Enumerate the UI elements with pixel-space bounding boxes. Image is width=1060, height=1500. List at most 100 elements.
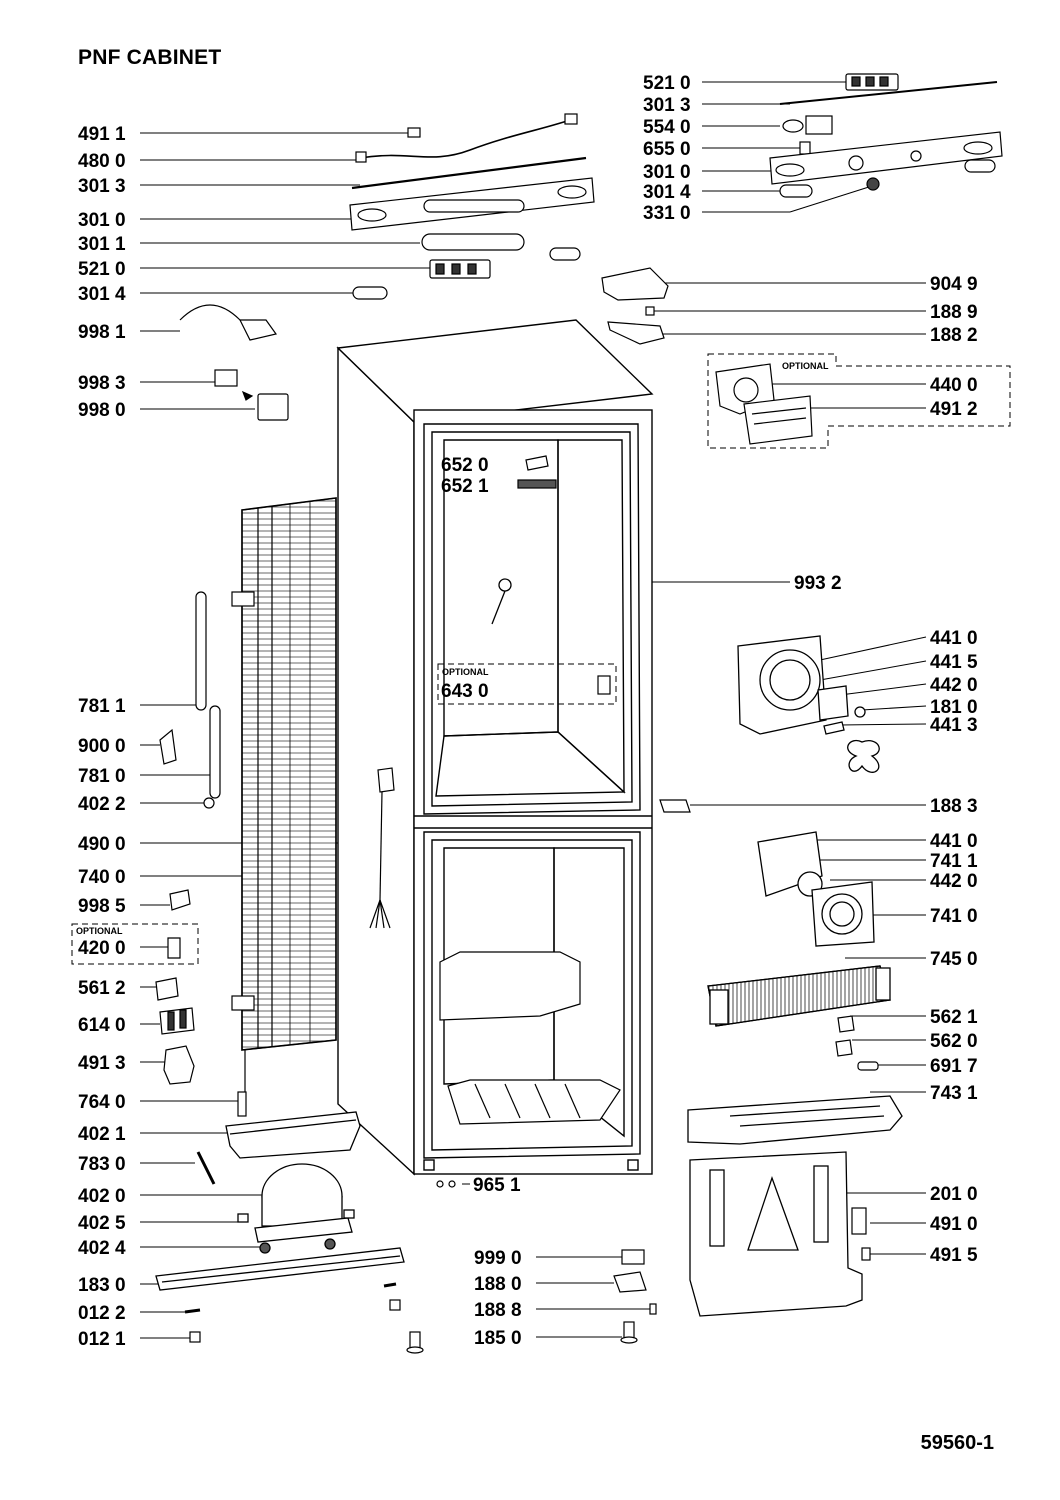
label-301-1: 301 1 bbox=[78, 234, 126, 255]
fan-assembly-upper bbox=[737, 635, 880, 773]
label-441-0-a: 441 0 bbox=[930, 628, 978, 649]
part-652 bbox=[517, 455, 557, 489]
part-643 bbox=[597, 675, 611, 695]
label-188-3: 188 3 bbox=[930, 796, 978, 817]
part-745-evaporator bbox=[707, 965, 891, 1027]
label-562-1: 562 1 bbox=[930, 1007, 978, 1028]
label-181-0: 181 0 bbox=[930, 697, 978, 718]
label-998-0: 998 0 bbox=[78, 400, 126, 421]
label-183-0: 183 0 bbox=[78, 1275, 126, 1296]
label-402-2: 402 2 bbox=[78, 794, 126, 815]
label-490-0: 490 0 bbox=[78, 834, 126, 855]
part-183-base-rail bbox=[155, 1238, 405, 1291]
label-491-5: 491 5 bbox=[930, 1245, 978, 1266]
part-490-power-cord bbox=[369, 767, 395, 929]
label-561-2: 561 2 bbox=[78, 978, 126, 999]
part-188-3 bbox=[659, 799, 691, 813]
bottom-hinge-parts bbox=[613, 1249, 657, 1315]
part-491-clips bbox=[851, 1207, 871, 1261]
label-740-0: 740 0 bbox=[78, 867, 126, 888]
label-900-0: 900 0 bbox=[78, 736, 126, 757]
label-521-0-left: 521 0 bbox=[78, 259, 126, 280]
label-201-0: 201 0 bbox=[930, 1184, 978, 1205]
drawer-guides bbox=[439, 951, 621, 1125]
label-012-2: 012 2 bbox=[78, 1303, 126, 1324]
label-998-5: 998 5 bbox=[78, 896, 126, 917]
label-301-4-top: 301 4 bbox=[643, 182, 691, 203]
label-965-1: 965 1 bbox=[473, 1175, 521, 1196]
label-764-0: 764 0 bbox=[78, 1092, 126, 1113]
label-402-1: 402 1 bbox=[78, 1124, 126, 1145]
label-781-0: 781 0 bbox=[78, 766, 126, 787]
label-441-0-b: 441 0 bbox=[930, 831, 978, 852]
drawing-code: 59560-1 bbox=[920, 1432, 994, 1454]
feet-185 bbox=[406, 1321, 638, 1354]
label-993-2: 993 2 bbox=[794, 573, 842, 594]
label-491-3: 491 3 bbox=[78, 1053, 126, 1074]
label-402-4: 402 4 bbox=[78, 1238, 126, 1259]
label-781-1: 781 1 bbox=[78, 696, 126, 717]
label-999-0: 999 0 bbox=[474, 1248, 522, 1269]
part-402-compressor bbox=[237, 1163, 355, 1243]
label-301-0-top: 301 0 bbox=[643, 162, 691, 183]
label-188-9: 188 9 bbox=[930, 302, 978, 323]
label-562-0: 562 0 bbox=[930, 1031, 978, 1052]
label-442-0-b: 442 0 bbox=[930, 871, 978, 892]
label-441-5: 441 5 bbox=[930, 652, 978, 673]
optional-label-440: OPTIONAL bbox=[782, 361, 829, 371]
label-185-0: 185 0 bbox=[474, 1328, 522, 1349]
label-691-7: 691 7 bbox=[930, 1056, 978, 1077]
optional-label-420: OPTIONAL bbox=[76, 926, 123, 936]
label-491-1: 491 1 bbox=[78, 124, 126, 145]
part-764 bbox=[237, 1091, 247, 1117]
part-440-ice-tray bbox=[715, 363, 813, 445]
label-402-0: 402 0 bbox=[78, 1186, 126, 1207]
part-998-5 bbox=[169, 889, 191, 911]
label-301-0-left: 301 0 bbox=[78, 210, 126, 231]
label-745-0: 745 0 bbox=[930, 949, 978, 970]
label-420-0: 420 0 bbox=[78, 938, 126, 959]
label-554-0: 554 0 bbox=[643, 117, 691, 138]
label-188-8: 188 8 bbox=[474, 1300, 522, 1321]
fan-assembly-lower bbox=[757, 831, 875, 947]
diagram-title: PNF CABINET bbox=[78, 46, 222, 69]
label-331-0: 331 0 bbox=[643, 203, 691, 224]
label-741-1: 741 1 bbox=[930, 851, 978, 872]
part-402-1-drip-tray bbox=[225, 1111, 361, 1159]
label-012-1: 012 1 bbox=[78, 1329, 126, 1350]
label-491-0: 491 0 bbox=[930, 1214, 978, 1235]
label-402-5: 402 5 bbox=[78, 1213, 126, 1234]
optional-box-643 bbox=[437, 663, 617, 705]
label-491-2: 491 2 bbox=[930, 399, 978, 420]
label-743-1: 743 1 bbox=[930, 1083, 978, 1104]
label-998-1: 998 1 bbox=[78, 322, 126, 343]
label-652-0: 652 0 bbox=[441, 455, 489, 476]
optional-box-420 bbox=[71, 923, 199, 965]
label-783-0: 783 0 bbox=[78, 1154, 126, 1175]
label-904-9: 904 9 bbox=[930, 274, 978, 295]
label-614-0: 614 0 bbox=[78, 1015, 126, 1036]
label-441-3: 441 3 bbox=[930, 715, 978, 736]
label-442-0-a: 442 0 bbox=[930, 675, 978, 696]
label-301-3-left: 301 3 bbox=[78, 176, 126, 197]
part-900 bbox=[159, 728, 177, 765]
part-781-tubes bbox=[195, 591, 221, 799]
label-521-0-top: 521 0 bbox=[643, 73, 691, 94]
part-201-back-panel bbox=[689, 1151, 863, 1317]
part-402-2 bbox=[203, 797, 215, 809]
defrost-sensor-parts bbox=[835, 1015, 879, 1071]
condenser-coil bbox=[231, 497, 337, 1110]
optional-box-440 bbox=[707, 353, 1011, 449]
optional-label-643: OPTIONAL bbox=[442, 667, 489, 677]
label-301-4-left: 301 4 bbox=[78, 284, 126, 305]
label-643-0: 643 0 bbox=[441, 681, 489, 702]
label-741-0: 741 0 bbox=[930, 906, 978, 927]
starter-relay-parts bbox=[155, 977, 195, 1085]
label-301-3-top: 301 3 bbox=[643, 95, 691, 116]
label-188-2: 188 2 bbox=[930, 325, 978, 346]
label-652-1: 652 1 bbox=[441, 476, 489, 497]
cabinet-body bbox=[336, 319, 654, 1176]
part-labels: 521 0 301 3 554 0 655 0 301 0 301 4 331 … bbox=[78, 73, 978, 1350]
